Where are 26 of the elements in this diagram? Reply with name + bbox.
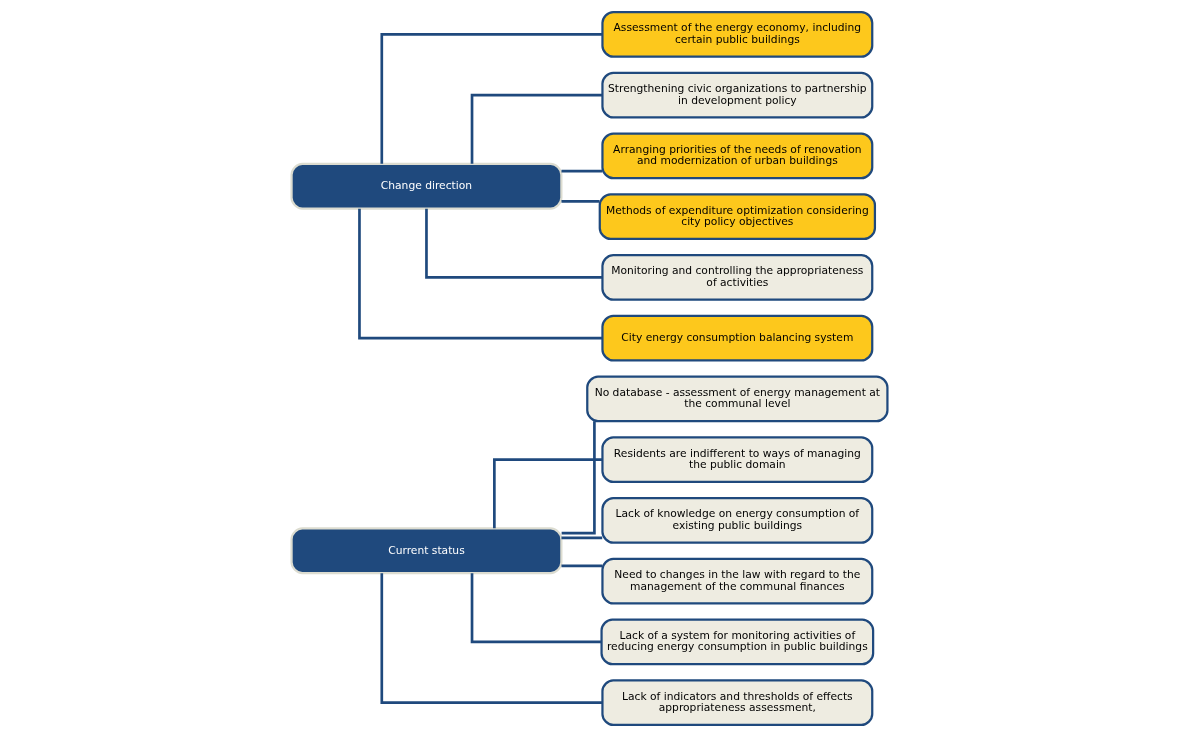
node-box: Assessment of the energy economy, including certain public buildings	[601, 10, 874, 58]
node-box: City energy consumption balancing system	[601, 314, 874, 362]
connector	[425, 208, 603, 279]
node-box: Strengthening civic organizations to partnership in development policy	[601, 71, 874, 119]
node-box: Current status	[290, 527, 563, 575]
node-box: Lack of a system for monitoring activities of reducing energy consumption in public buildings	[600, 618, 875, 666]
node-box: Monitoring and controlling the appropriateness of activities	[601, 253, 874, 301]
connector	[561, 536, 603, 540]
connector	[561, 564, 603, 568]
node-box: Methods of expenditure optimization considering city policy objectives	[598, 193, 877, 241]
connector	[470, 573, 602, 644]
node-box: Lack of knowledge on energy consumption of existing public buildings	[601, 496, 874, 544]
connector	[561, 169, 603, 173]
node-box: Arranging priorities of the needs of renovation and modernization of urban buildings	[601, 132, 874, 180]
node-box: Need to changes in the law with regard to the management of the communal finances	[601, 557, 874, 605]
node-box: Residents are indifferent to ways of managing the public domain	[601, 436, 874, 484]
node-box: No database - assessment of energy management at the communal level	[586, 375, 889, 423]
connector	[380, 33, 603, 164]
node-box: Lack of indicators and thresholds of effects appropriateness assessment,	[601, 679, 874, 727]
connector	[380, 573, 603, 704]
connector	[493, 458, 603, 529]
connector	[561, 200, 600, 203]
connector	[358, 208, 603, 340]
connector	[561, 421, 596, 535]
connector	[470, 93, 603, 164]
node-box: Change direction	[290, 162, 563, 210]
